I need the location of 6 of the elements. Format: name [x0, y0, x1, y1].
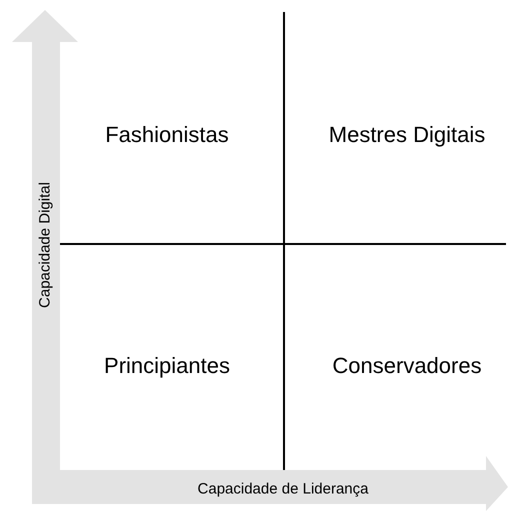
quadrant-label: Fashionistas [105, 122, 229, 148]
axis-label: Capacidade de Liderança [198, 480, 368, 498]
axis-label: Capacidade Digital [36, 182, 54, 308]
quadrant-label: Mestres Digitais [328, 122, 486, 148]
quadrant-label: Principiantes [104, 353, 230, 379]
quadrant-label: Conservadores [332, 353, 482, 379]
